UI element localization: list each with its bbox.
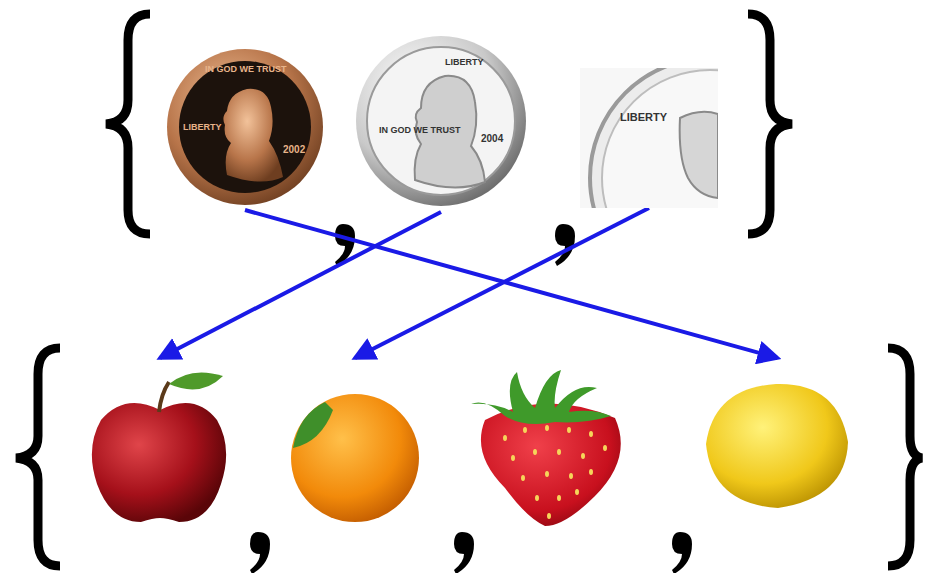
coin-inscription: LIBERTY (445, 58, 484, 67)
lemon-fruit (700, 358, 855, 518)
dime-coin: LIBERTY (580, 68, 718, 208)
coin-inscription: LIBERTY (183, 123, 222, 132)
coin-inscription: 2002 (283, 145, 305, 155)
coin-inscription: 2004 (481, 134, 503, 144)
orange-fruit (285, 358, 425, 528)
nickel-coin-picture (355, 30, 527, 212)
coin-inscription: IN GOD WE TRUST (379, 126, 461, 135)
coin-inscription: LIBERTY (620, 112, 667, 123)
mapping-arrow (245, 210, 778, 358)
strawberry-fruit-picture (465, 368, 635, 528)
dime-coin-picture (580, 68, 718, 208)
strawberry-fruit (465, 368, 635, 528)
apple-fruit-picture (85, 358, 235, 528)
mapping-arrow (355, 208, 649, 358)
orange-fruit-picture (285, 358, 425, 528)
lemon-fruit-picture (700, 358, 855, 518)
nickel-coin: IN GOD WE TRUST LIBERTY 2004 (355, 30, 527, 212)
penny-coin: IN GOD WE TRUST LIBERTY 2002 (165, 45, 325, 210)
apple-fruit (85, 358, 235, 528)
coin-inscription: IN GOD WE TRUST (205, 65, 287, 74)
